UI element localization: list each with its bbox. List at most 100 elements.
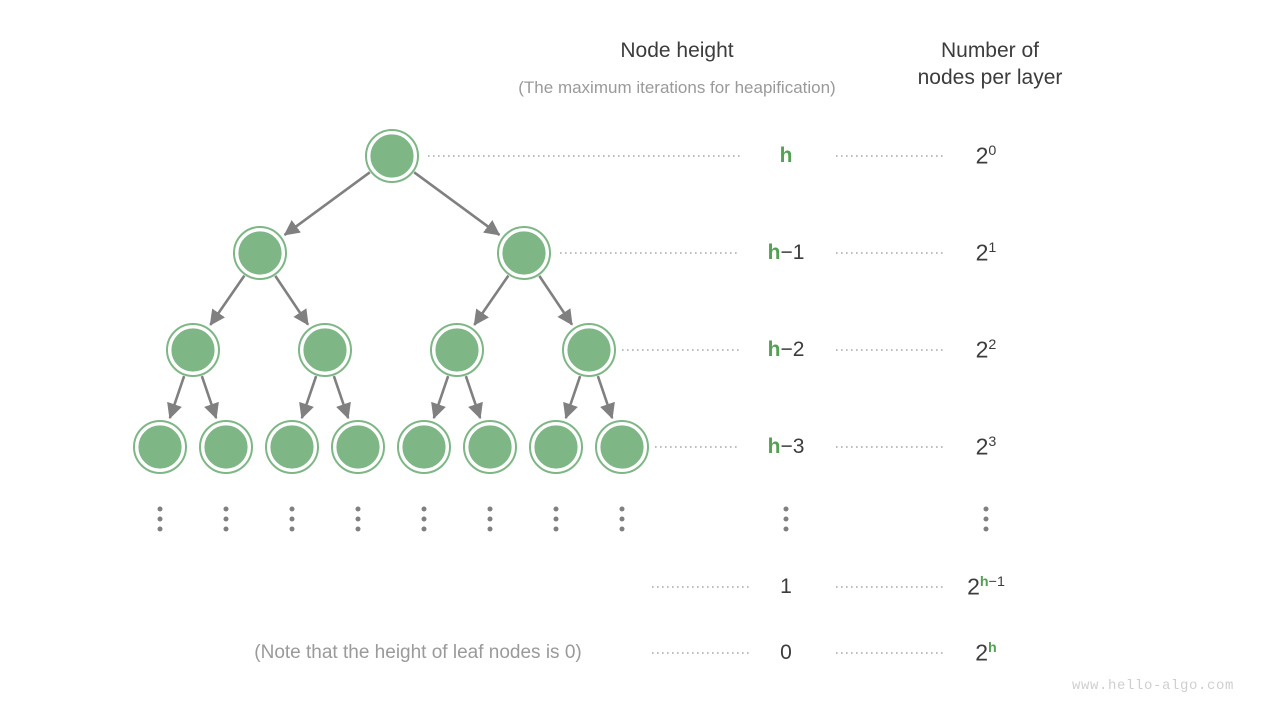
node-outer-ring xyxy=(133,420,187,474)
height-label: h−1 xyxy=(768,241,805,265)
node-count-exponent: 2 xyxy=(988,337,996,353)
count-column-title-line2: nodes per layer xyxy=(917,66,1063,89)
tree-edge xyxy=(464,375,483,420)
node-outer-ring xyxy=(430,323,484,377)
node-disc xyxy=(334,423,383,472)
count-column-title-line1: Number of xyxy=(940,39,1040,62)
node-disc xyxy=(500,228,549,277)
node-outer-ring xyxy=(463,420,517,474)
node-disc xyxy=(201,423,250,472)
tree-node[interactable] xyxy=(595,420,649,474)
node-disc xyxy=(301,326,350,375)
node-disc xyxy=(532,423,581,472)
ellipsis-dot xyxy=(553,516,559,522)
tree-node[interactable] xyxy=(529,420,583,474)
tree-node[interactable] xyxy=(397,420,451,474)
tree-edge xyxy=(473,274,510,326)
tree-edge xyxy=(413,171,501,236)
node-count-base: 2 xyxy=(975,639,989,666)
height-label-offset: −1 xyxy=(780,241,805,264)
node-count-exponent-offset: −1 xyxy=(988,573,1005,590)
height-column-ellipsis xyxy=(783,506,789,532)
ellipsis-dot xyxy=(289,526,295,532)
node-count-label: 2h xyxy=(975,640,997,667)
ellipsis-dot xyxy=(421,526,427,532)
ellipsis-dot xyxy=(619,506,625,512)
node-count-exponent-offset: 3 xyxy=(988,433,997,450)
ellipsis-dot xyxy=(355,526,361,532)
tree-edge xyxy=(200,375,219,420)
tree-node[interactable] xyxy=(298,323,352,377)
node-outer-ring xyxy=(166,323,220,377)
tree-node[interactable] xyxy=(430,323,484,377)
node-count-base: 2 xyxy=(975,142,989,169)
ellipsis-dot xyxy=(157,526,163,532)
node-count-exponent-offset: 2 xyxy=(988,336,997,353)
leader-lines xyxy=(428,155,944,654)
height-label-offset: 1 xyxy=(780,575,792,598)
tree-node[interactable] xyxy=(463,420,517,474)
node-outer-ring xyxy=(331,420,385,474)
node-count-label: 22 xyxy=(976,337,997,364)
count-column-ellipsis xyxy=(983,506,989,532)
tree-node[interactable] xyxy=(166,323,220,377)
tree-node[interactable] xyxy=(265,420,319,474)
tree-node[interactable] xyxy=(233,226,287,280)
tree-edge xyxy=(563,375,582,420)
node-count-base: 2 xyxy=(975,239,989,266)
tree-column-ellipsis xyxy=(157,506,163,532)
node-disc xyxy=(565,326,614,375)
tree-edge xyxy=(274,275,310,326)
height-label: 1 xyxy=(780,575,792,599)
height-label: h−3 xyxy=(768,435,805,459)
ellipsis-dot xyxy=(157,506,163,512)
node-count-label: 23 xyxy=(976,434,997,461)
tree-node[interactable] xyxy=(562,323,616,377)
height-label-offset: −2 xyxy=(780,338,805,361)
node-disc xyxy=(466,423,515,472)
node-outer-ring xyxy=(233,226,287,280)
tree-edge xyxy=(596,375,615,420)
ellipsis-dot xyxy=(983,506,989,512)
node-disc xyxy=(268,423,317,472)
node-count-exponent: 3 xyxy=(988,434,996,450)
node-disc xyxy=(135,423,184,472)
tree-edge xyxy=(538,275,574,326)
site-watermark: www.hello-algo.com xyxy=(1072,678,1235,694)
ellipsis-dot xyxy=(487,526,493,532)
node-count-exponent-symbol: h xyxy=(988,639,997,656)
tree-column-ellipsis xyxy=(355,506,361,532)
tree-edge xyxy=(431,375,450,420)
node-disc xyxy=(598,423,647,472)
height-label: 0 xyxy=(780,641,792,665)
tree-node[interactable] xyxy=(133,420,187,474)
ellipsis-dot xyxy=(619,526,625,532)
node-count-label: 20 xyxy=(976,143,997,170)
tree-node[interactable] xyxy=(331,420,385,474)
node-count-label: 2h−1 xyxy=(967,574,1005,601)
ellipsis-dot xyxy=(487,516,493,522)
node-outer-ring xyxy=(562,323,616,377)
tree-edge xyxy=(299,375,318,420)
node-count-base: 2 xyxy=(975,433,989,460)
tree-edge xyxy=(283,171,371,236)
ellipsis-dot xyxy=(421,506,427,512)
node-count-exponent-offset: 1 xyxy=(988,239,997,256)
leaf-height-note: (Note that the height of leaf nodes is 0… xyxy=(254,642,582,663)
ellipsis-dot xyxy=(983,516,989,522)
tree-node[interactable] xyxy=(497,226,551,280)
node-outer-ring xyxy=(265,420,319,474)
tree-node[interactable] xyxy=(365,129,419,183)
node-count-exponent-offset: 0 xyxy=(988,142,997,159)
tree-node[interactable] xyxy=(199,420,253,474)
node-outer-ring xyxy=(298,323,352,377)
ellipsis-dot xyxy=(223,526,229,532)
node-outer-ring xyxy=(199,420,253,474)
ellipsis-dot xyxy=(421,516,427,522)
tree-edge xyxy=(167,375,186,420)
height-column-subtitle: (The maximum iterations for heapificatio… xyxy=(518,78,836,97)
tree-column-ellipsis xyxy=(487,506,493,532)
node-count-exponent: h−1 xyxy=(980,574,1005,590)
